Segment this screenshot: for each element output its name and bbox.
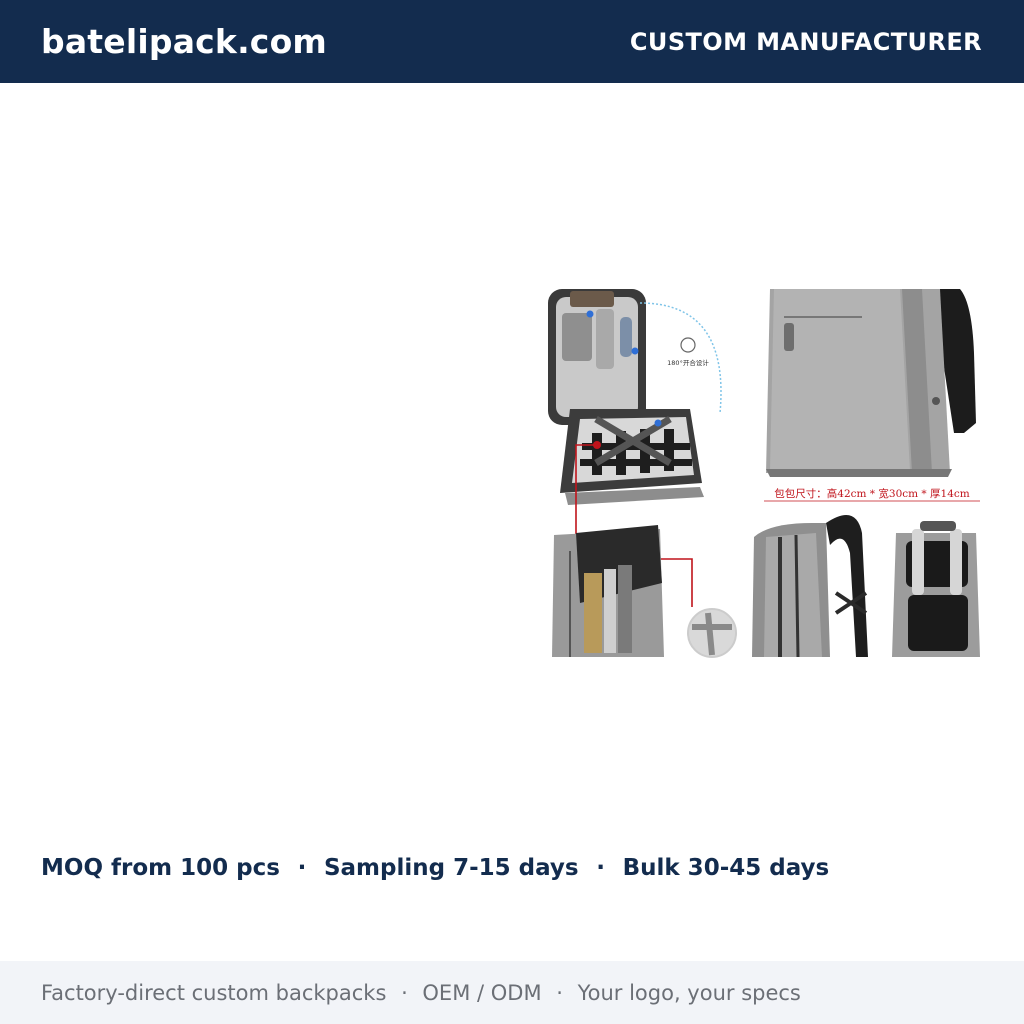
brand-logo-link[interactable]: batelipack.com <box>41 22 328 61</box>
footer-separator: · <box>556 980 563 1005</box>
backpack-collage-image: 180°开合设计 包包尺寸：高42cm * 宽30cm * 厚14cm <box>548 289 980 658</box>
rotation-label: 180°开合设计 <box>667 358 709 367</box>
bulk-stat: Bulk 30-45 days <box>622 855 830 881</box>
backpack-side-open-illustration <box>552 525 737 658</box>
site-header: batelipack.com CUSTOM MANUFACTURER <box>0 0 1024 83</box>
header-tagline: CUSTOM MANUFACTURER <box>629 27 982 56</box>
stats-separator: · <box>297 855 307 881</box>
product-collage: 180°开合设计 包包尺寸：高42cm * 宽30cm * 厚14cm <box>540 283 990 661</box>
footer-oem-text: OEM / ODM <box>422 980 542 1005</box>
site-footer: Factory-direct custom backpacks · OEM / … <box>0 961 1024 1024</box>
footer-separator: · <box>401 980 408 1005</box>
moq-stat: MOQ from 100 pcs <box>41 855 280 881</box>
backpack-side-illustration <box>752 515 868 658</box>
stats-separator: · <box>596 855 605 881</box>
footer-factory-text: Factory-direct custom backpacks <box>41 980 387 1005</box>
backpack-front-illustration <box>766 289 976 477</box>
sampling-stat: Sampling 7-15 days <box>323 855 579 881</box>
size-caption: 包包尺寸：高42cm * 宽30cm * 厚14cm <box>774 487 969 500</box>
production-stats: MOQ from 100 pcs · Sampling 7-15 days · … <box>41 852 829 884</box>
footer-logo-text: Your logo, your specs <box>577 980 801 1005</box>
backpack-back-illustration <box>892 521 980 657</box>
open-backpack-illustration <box>548 289 704 505</box>
